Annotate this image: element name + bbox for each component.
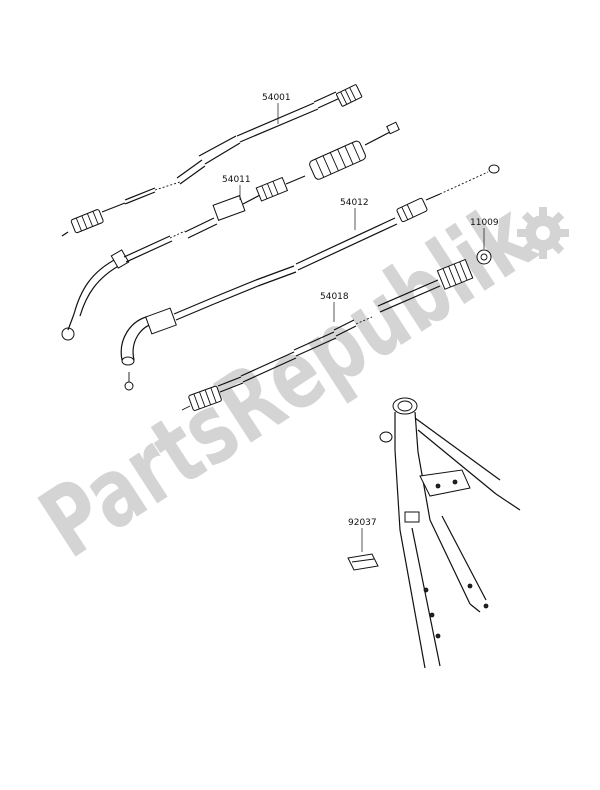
label-54012: 54012 (340, 198, 369, 208)
label-54001: 54001 (262, 93, 291, 103)
cable-54001: 54001 (61, 84, 363, 237)
label-54011: 54011 (222, 175, 251, 185)
label-54018: 54018 (320, 292, 349, 302)
watermark-text: PartsRepublik (22, 179, 554, 579)
part-92037: 92037 (347, 518, 379, 571)
cable-54012: 54012 (120, 164, 500, 391)
part-11009: 11009 (470, 218, 499, 265)
watermark: PartsRepublik (22, 179, 569, 579)
label-11009: 11009 (470, 218, 499, 228)
motorcycle-frame (379, 397, 521, 669)
gear-icon (517, 207, 569, 259)
cable-54018: 54018 (181, 258, 474, 411)
cable-54011: 54011 (61, 121, 400, 341)
label-92037: 92037 (348, 518, 377, 528)
